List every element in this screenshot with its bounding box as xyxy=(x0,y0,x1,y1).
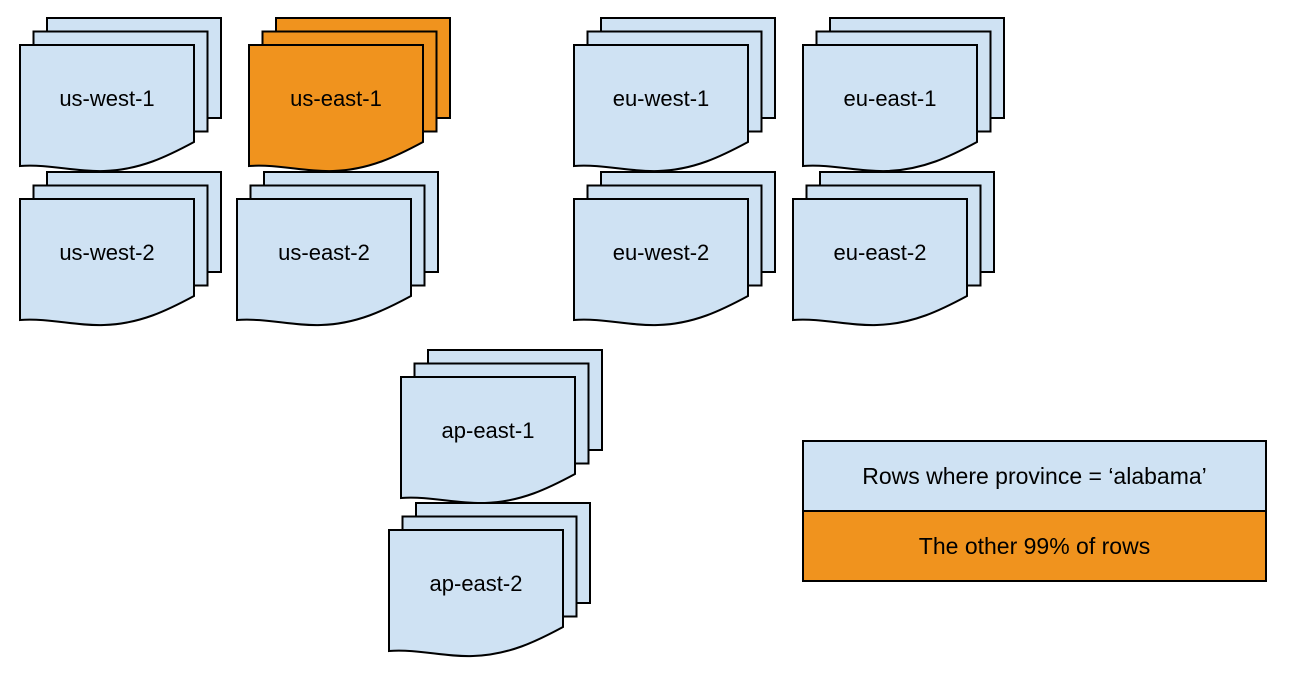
region-label: us-east-1 xyxy=(290,86,382,111)
region-stack-eu-east-2: eu-east-2 xyxy=(792,171,996,329)
region-stack-eu-west-1: eu-west-1 xyxy=(573,17,777,175)
region-stack-us-west-1: us-west-1 xyxy=(19,17,223,175)
region-stack-eu-west-2: eu-west-2 xyxy=(573,171,777,329)
region-label: eu-west-2 xyxy=(612,240,710,265)
legend-item-label: The other 99% of rows xyxy=(918,532,1151,559)
region-label: ap-east-2 xyxy=(429,571,523,596)
region-label: us-west-2 xyxy=(59,240,155,265)
legend-item-label: Rows where province = ‘alabama’ xyxy=(862,462,1207,489)
region-stack-eu-east-1: eu-east-1 xyxy=(802,17,1006,175)
region-stack-us-east-1: us-east-1 xyxy=(248,17,452,175)
region-stack-ap-east-2: ap-east-2 xyxy=(388,502,592,660)
region-stack-ap-east-1: ap-east-1 xyxy=(400,349,604,507)
legend-item-other-rows: The other 99% of rows xyxy=(804,512,1265,580)
region-label: eu-east-2 xyxy=(833,240,927,265)
legend: Rows where province = ‘alabama’ The othe… xyxy=(802,440,1267,582)
region-stack-us-west-2: us-west-2 xyxy=(19,171,223,329)
region-label: eu-west-1 xyxy=(612,86,710,111)
region-label: us-east-2 xyxy=(278,240,370,265)
region-label: eu-east-1 xyxy=(843,86,937,111)
region-label: ap-east-1 xyxy=(441,418,535,443)
region-label: us-west-1 xyxy=(59,86,155,111)
legend-item-alabama-rows: Rows where province = ‘alabama’ xyxy=(804,442,1265,512)
region-stack-us-east-2: us-east-2 xyxy=(236,171,440,329)
